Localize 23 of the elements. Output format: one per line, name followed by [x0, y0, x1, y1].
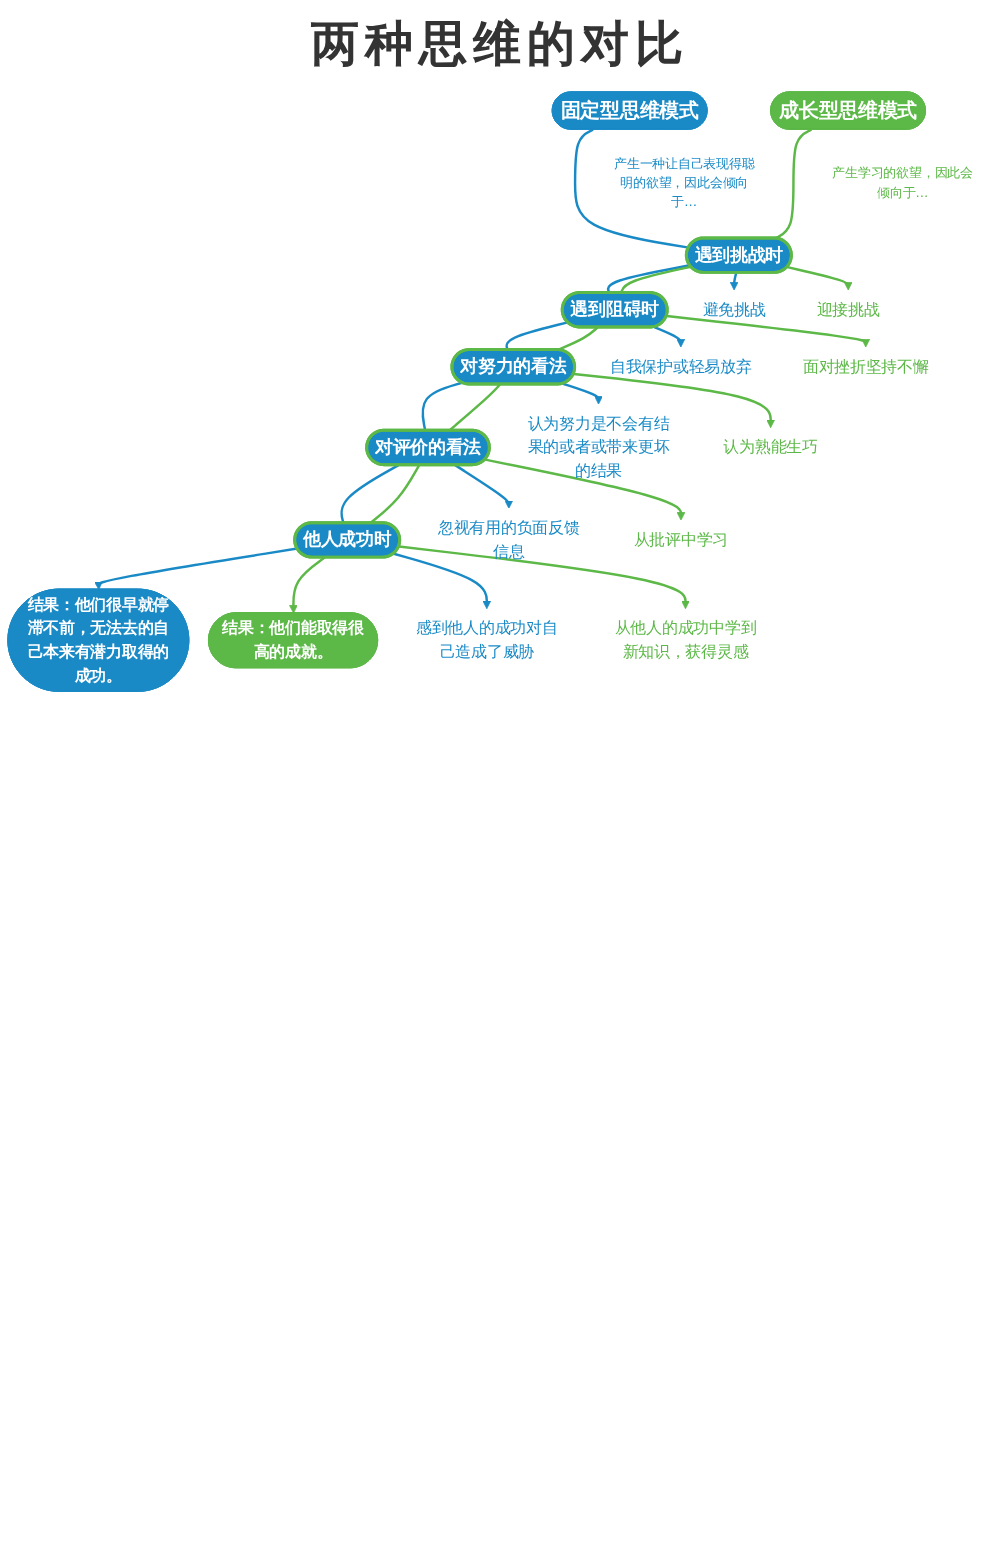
arrow: [393, 552, 492, 610]
arrow: [573, 372, 775, 429]
arrow: [289, 556, 326, 614]
arrow: [653, 325, 686, 348]
arrow: [787, 265, 853, 291]
connector: [369, 464, 421, 525]
connector: [620, 265, 692, 294]
connector: [448, 383, 501, 432]
connector: [774, 128, 812, 240]
arrow: [485, 458, 686, 521]
arrow: [729, 272, 739, 291]
arrow: [454, 464, 514, 509]
connector: [505, 321, 569, 351]
diagram-title: 两种思维的对比: [309, 14, 691, 76]
arrow: [666, 314, 871, 348]
connector: [573, 128, 690, 249]
connector: [421, 381, 463, 431]
connector: [556, 326, 599, 352]
arrow: [398, 545, 690, 610]
arrow: [562, 382, 603, 405]
arrow: [94, 547, 298, 590]
connector: [607, 264, 691, 294]
connector: [340, 464, 400, 524]
